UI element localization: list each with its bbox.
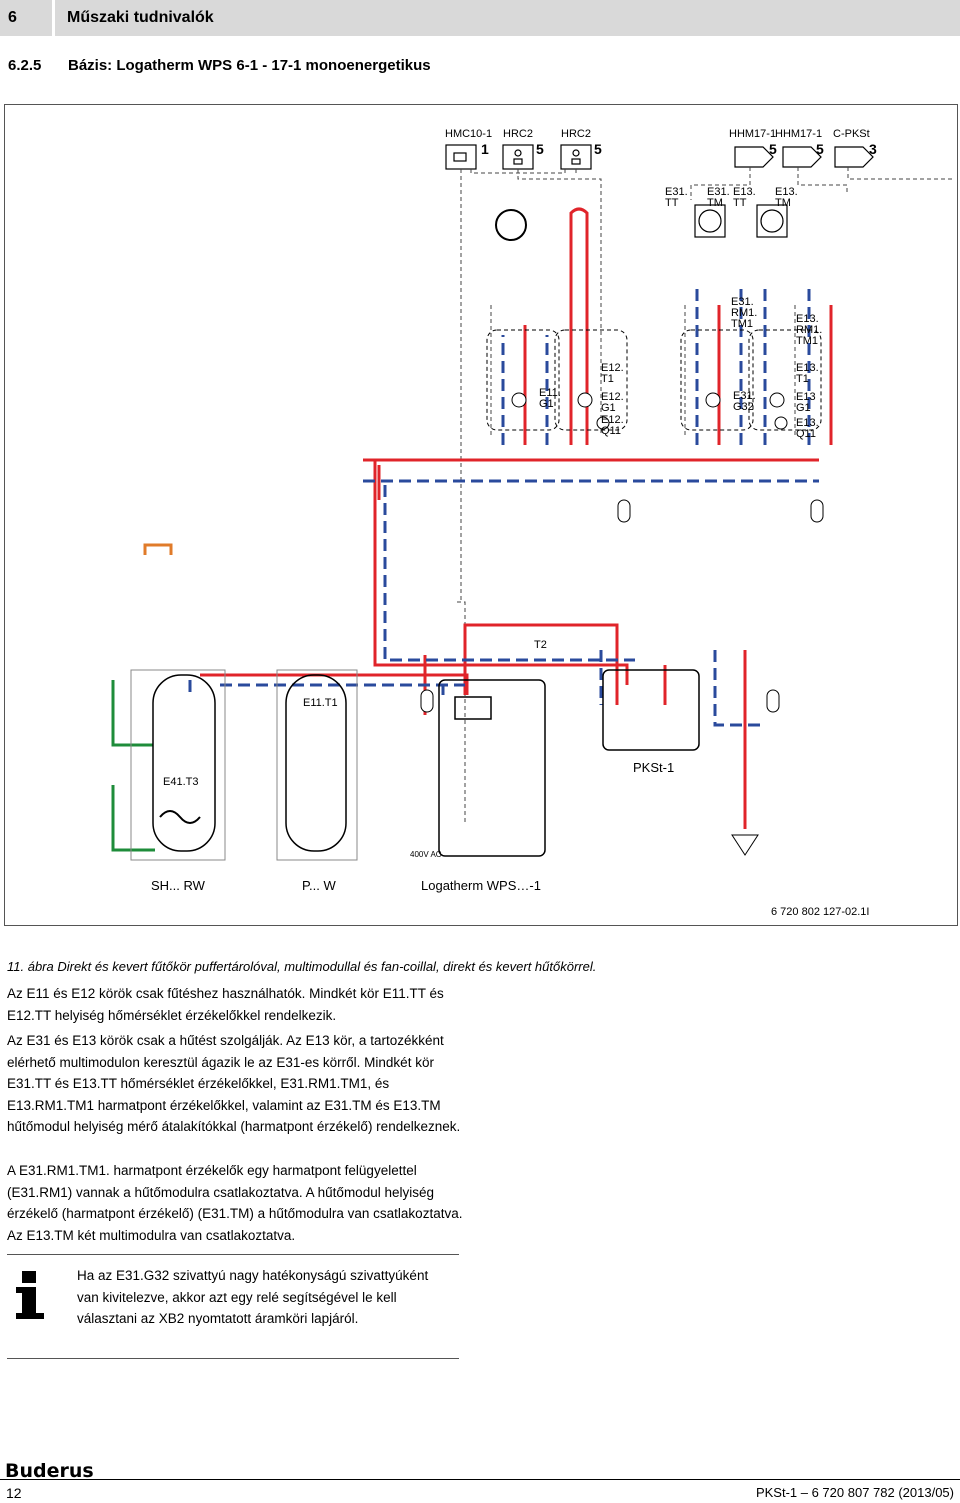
section-heading: 6.2.5 Bázis: Logatherm WPS 6-1 - 17-1 mon… xyxy=(8,57,431,74)
sensor-e13tt: E13. TT xyxy=(733,186,756,209)
label-p-w: P... W xyxy=(302,878,336,893)
label-400v: 400V AC xyxy=(410,850,442,859)
module-hhm17-1: HHM17-1 xyxy=(729,128,777,140)
module-hmc10: HMC10-1 xyxy=(445,128,493,140)
label-e31rm1tm1: E31. RM1. TM1 xyxy=(731,296,758,330)
paragraph-3: A E31.RM1.TM1. harmatpont érzékelők egy … xyxy=(7,1163,463,1243)
label-e31g32: E31. G32 xyxy=(733,390,756,413)
page-number: 12 xyxy=(6,1485,22,1501)
count-2: 5 xyxy=(536,141,544,157)
label-pkst: PKSt-1 xyxy=(633,760,675,775)
label-e13t1: E13. T1 xyxy=(796,362,819,385)
info-icon xyxy=(16,1271,44,1319)
hydraulic-diagram: HMC10-1 HRC2 HRC2 HHM17-1 HHM17-1 C-PKSt… xyxy=(4,104,958,926)
label-e12t1: E12. T1 xyxy=(601,362,624,385)
label-logatherm: Logatherm WPS…-1 xyxy=(421,878,541,893)
count-5: 5 xyxy=(816,141,824,157)
paragraph-1: Az E11 és E12 körök csak fűtéshez haszná… xyxy=(7,986,444,1023)
label-t2: T2 xyxy=(534,639,547,651)
module-hrc2-1: HRC2 xyxy=(503,128,533,140)
label-sh-rw: SH... RW xyxy=(151,878,205,893)
label-e13rm1tm1: E13. RM1. TM1 xyxy=(796,313,823,347)
note-rule-top xyxy=(7,1254,459,1255)
label-e13q11: E13. Q11 xyxy=(796,417,819,440)
document-ref: PKSt-1 – 6 720 807 782 (2013/05) xyxy=(755,1485,954,1500)
count-4: 5 xyxy=(769,141,777,157)
section-number: 6.2.5 xyxy=(8,57,42,74)
note-text: Ha az E31.G32 szivattyú nagy hatékonyság… xyxy=(77,1268,429,1326)
sensor-e31tt: E31. TT xyxy=(665,186,688,209)
count-3: 5 xyxy=(594,141,602,157)
sensor-e13tm: E13. TM xyxy=(775,186,798,209)
figure-caption: 11. ábra Direkt és kevert fűtőkör puffer… xyxy=(7,959,597,974)
section-title: Bázis: Logatherm WPS 6-1 - 17-1 monoener… xyxy=(68,57,431,74)
count-1: 1 xyxy=(481,141,489,157)
sensor-e31tm: E31. TM xyxy=(707,186,730,209)
figure-code: 6 720 802 127-02.1I xyxy=(771,906,870,918)
label-e12q11: E12. Q11 xyxy=(601,414,624,437)
page-header: 6 Műszaki tudnivalók xyxy=(0,0,960,36)
module-cpkst: C-PKSt xyxy=(833,128,870,140)
label-e41t3: E41.T3 xyxy=(163,776,199,788)
chapter-number: 6 xyxy=(0,0,52,36)
label-e11g1: E11. G1 xyxy=(539,387,561,410)
count-6: 3 xyxy=(869,141,877,157)
module-hrc2-2: HRC2 xyxy=(561,128,591,140)
paragraph-2: Az E31 és E13 körök csak a hűtést szolgá… xyxy=(7,1033,461,1134)
label-e11t1: E11.T1 xyxy=(303,697,338,709)
diagram-drawing xyxy=(111,144,953,861)
brand-logo: Buderus xyxy=(5,1460,94,1482)
label-e12g1: E12. G1 xyxy=(601,391,624,414)
module-hhm17-2: HHM17-1 xyxy=(775,128,823,140)
chapter-title: Műszaki tudnivalók xyxy=(55,0,960,36)
label-e13g1: E13 G1 xyxy=(796,391,816,414)
note-rule-bottom xyxy=(7,1358,459,1359)
footer-rule xyxy=(0,1479,960,1480)
